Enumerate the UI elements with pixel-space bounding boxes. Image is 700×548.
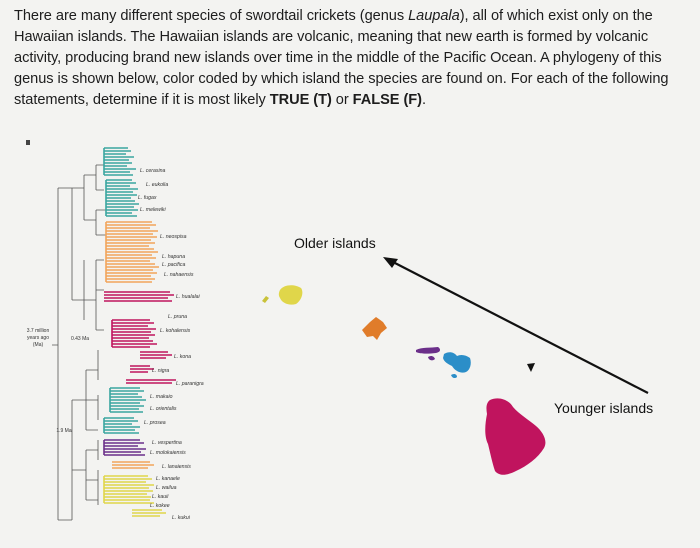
- age-arrow: [383, 257, 649, 394]
- species-label: L. prosea: [144, 420, 166, 426]
- species-label: L. makaio: [150, 394, 173, 400]
- species-label: L. pacifica: [162, 262, 185, 268]
- kahoolawe-island: [451, 373, 457, 379]
- clade-orange: [105, 221, 159, 283]
- niihau-island: [262, 296, 269, 303]
- species-label: L. hualalai: [176, 294, 200, 300]
- species-label: L. kanaele: [156, 476, 180, 482]
- species-label: L. cerasina: [140, 168, 165, 174]
- maui-island: [443, 352, 471, 373]
- arrow-tick-icon: [527, 363, 535, 372]
- clade-orange-low: [112, 461, 154, 469]
- species-label: L. melewiki: [140, 207, 167, 213]
- species-label: L. molokaiensis: [150, 450, 186, 456]
- false-label: FALSE (F): [352, 92, 422, 108]
- lanai-island: [428, 355, 435, 361]
- prompt-or: or: [331, 92, 353, 108]
- genus-name: Laupala: [408, 8, 460, 24]
- oahu-island: [362, 317, 387, 340]
- species-label: L. pruna: [168, 314, 187, 320]
- true-label: TRUE (T): [269, 92, 332, 108]
- time-label-years: years ago: [27, 335, 49, 341]
- species-label: L. wailua: [156, 485, 177, 491]
- species-label: L. kokee: [150, 503, 170, 509]
- time-label-3-7: 3.7 million: [27, 328, 50, 334]
- hawaii-island: [485, 398, 546, 475]
- clade-purple: [103, 439, 146, 456]
- molokai-island: [416, 347, 441, 354]
- species-label: L. hapuna: [162, 254, 185, 260]
- clade-yellow: [103, 475, 166, 517]
- species-label: L. nahaensis: [164, 272, 194, 278]
- prompt-text-2: ), all of which exist only on the Hawaii…: [14, 8, 669, 108]
- question-prompt: There are many different species of swor…: [14, 6, 690, 111]
- species-label: L. orientalis: [150, 406, 177, 412]
- prompt-end: .: [421, 92, 426, 108]
- species-label: L. eukolia: [146, 182, 168, 188]
- younger-islands-label: Younger islands: [554, 400, 654, 416]
- species-label: L. vespertina: [152, 440, 182, 446]
- species-label: L. neospisa: [160, 234, 187, 240]
- species-label: L. kukui: [172, 515, 191, 521]
- time-labels: 3.7 million years ago (Ma) 0.43 Ma 1.9 M…: [27, 328, 90, 434]
- clade-pink: [104, 291, 176, 384]
- species-label: L. kohalensis: [160, 328, 191, 334]
- kauai-island: [278, 285, 303, 305]
- species-label: L. paranigra: [176, 381, 204, 387]
- tree-skeleton: [52, 164, 106, 521]
- species-label: L. lanaiensis: [162, 464, 191, 470]
- clade-teal-mid: [103, 387, 146, 434]
- time-label-ma: (Ma): [33, 342, 44, 348]
- clade-teal-top: [103, 147, 139, 217]
- prompt-text-1: There are many different species of swor…: [14, 8, 409, 24]
- species-label: L. kauii: [152, 494, 169, 500]
- species-label: L. nigra: [152, 368, 169, 374]
- species-label: L. kona: [174, 354, 191, 360]
- species-labels: L. cerasina L. eukolia L. fugax L. melew…: [138, 168, 204, 521]
- species-label: L. fugax: [138, 195, 157, 201]
- time-label-043: 0.43 Ma: [71, 336, 89, 342]
- older-islands-label: Older islands: [294, 235, 376, 251]
- hawaiian-islands-map: [262, 285, 546, 475]
- time-label-19: 1.9 Ma: [56, 428, 72, 434]
- arrow-head-icon: [383, 257, 398, 268]
- bullet-mark: [26, 140, 30, 145]
